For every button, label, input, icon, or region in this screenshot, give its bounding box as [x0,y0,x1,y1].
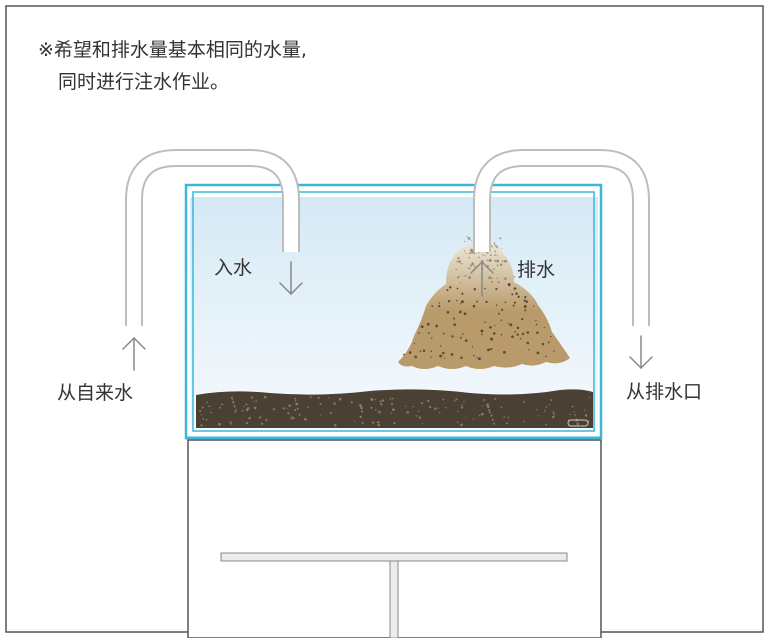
tank-frame-inner [192,191,595,432]
note-line-2: 同时进行注水作业。 [58,71,229,93]
arrow-down-inlet-icon [279,261,303,296]
sand-texture [403,233,555,361]
note-line-1: ※希望和排水量基本相同的水量, [38,39,307,61]
arrow-up-tap-icon [122,336,146,371]
arrow-up-outlet-icon [470,260,494,297]
substrate-texture [199,395,591,427]
tank-logo-mark [567,419,589,427]
outlet-hose [473,149,650,326]
aquarium-stand [187,439,602,639]
inlet-hose [125,149,300,326]
aquarium-tank [184,183,603,440]
stand-shelf [220,552,568,562]
drain-label: 从排水口 [626,381,702,403]
tap-label: 从自来水 [57,382,133,404]
stirred-sand-cloud [398,241,570,369]
outlet-label: 排水 [517,259,555,281]
stand-support [389,560,399,639]
arrow-down-drain-icon [629,335,653,370]
inlet-label: 入水 [214,257,252,279]
